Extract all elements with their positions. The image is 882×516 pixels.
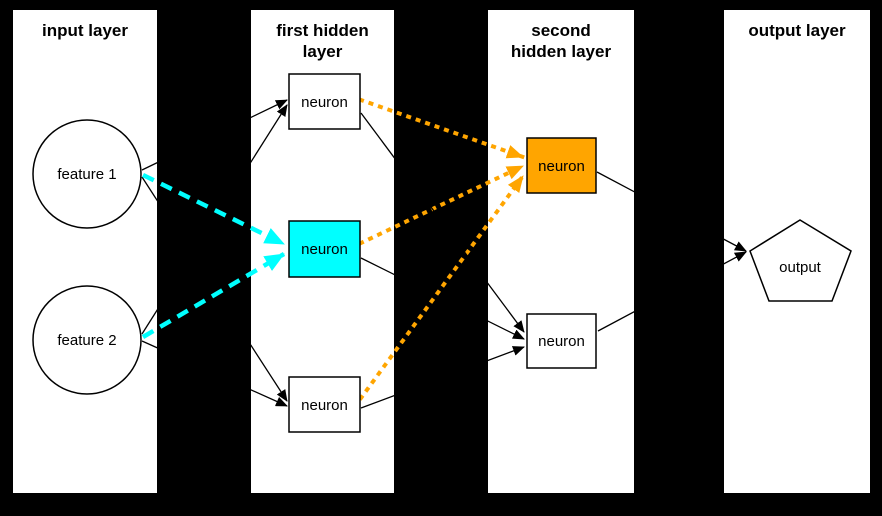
feature-2-label: feature 2 (57, 332, 116, 349)
panel-input-layer: input layer (13, 10, 157, 493)
h2-neuron1-label: neuron (538, 158, 585, 175)
h1-neuron3-label: neuron (301, 397, 348, 414)
node-feature-1 (32, 119, 142, 229)
h1-neuron1-label: neuron (301, 94, 348, 111)
edge-cyan-neuron-to-orange-neuron (358, 163, 526, 246)
edge-feature1-to-h1-neuron3 (141, 176, 288, 402)
node-output-pentagon (749, 219, 852, 302)
node-h1-neuron1 (288, 73, 361, 130)
output-label: output (779, 259, 822, 276)
h2-neuron2-label: neuron (538, 333, 585, 350)
edge-h2-neuron2-to-output (597, 251, 747, 332)
first-hidden-layer-title: first hidden layer (276, 21, 369, 61)
node-h1-neuron2-cyan (288, 220, 361, 278)
edge-feature2-to-h1-neuron3 (141, 340, 288, 407)
feature-1-label: feature 1 (57, 166, 116, 183)
h1-neuron2-label: neuron (301, 241, 348, 258)
output-layer-title: output layer (748, 21, 846, 40)
edge-h1-neuron3-to-h2-neuron2 (360, 346, 525, 409)
panel-second-hidden-layer: second hidden layer (488, 10, 634, 493)
edge-feature1-to-h1-neuron1 (141, 99, 288, 171)
node-h2-neuron2 (526, 313, 597, 369)
node-feature-2 (32, 285, 142, 395)
edge-feature2-to-cyan-neuron (141, 252, 286, 339)
edge-cyan-neuron-to-h2-neuron2 (360, 257, 525, 340)
edge-h1-neuron3-to-orange-neuron (358, 173, 526, 401)
edge-feature2-to-h1-neuron1 (141, 104, 288, 335)
edge-h1-neuron1-to-orange-neuron (358, 97, 526, 160)
node-h2-neuron1-orange (526, 137, 597, 194)
node-h1-neuron3 (288, 376, 361, 433)
edge-h1-neuron1-to-h2-neuron2 (360, 112, 525, 333)
edge-feature1-to-cyan-neuron (142, 172, 285, 247)
edge-orange-neuron-to-output (596, 171, 747, 252)
input-layer-title: input layer (42, 21, 128, 40)
second-hidden-layer-title: second hidden layer (510, 21, 612, 61)
